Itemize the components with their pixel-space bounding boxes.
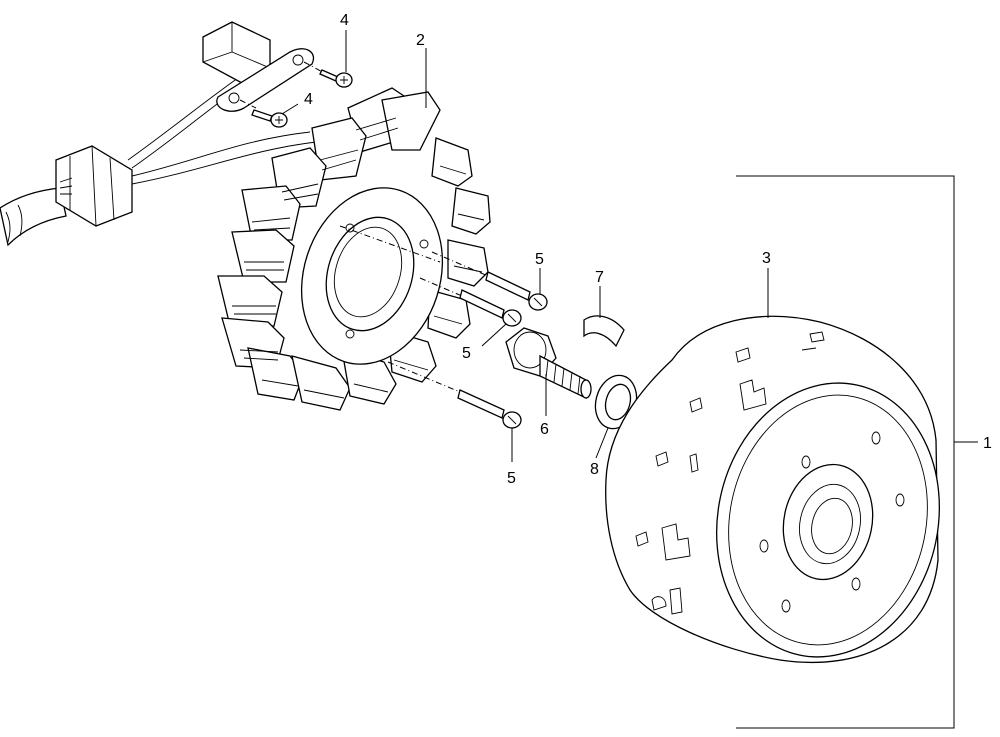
woodruff-key-7 <box>583 315 625 348</box>
callout-7: 7 <box>595 269 604 286</box>
callout-labels: 1 2 3 4 4 5 5 5 6 7 8 <box>304 12 992 487</box>
bolt-5-upper <box>431 251 548 311</box>
flywheel-bolt-6 <box>505 327 592 400</box>
bolt-5-middle <box>419 277 522 327</box>
stator-coils <box>217 87 491 411</box>
callout-8: 8 <box>590 461 599 478</box>
callout-5-upper: 5 <box>535 251 544 268</box>
stator <box>217 87 491 411</box>
flywheel-rotor <box>605 315 941 664</box>
callout-4-lower: 4 <box>304 91 313 108</box>
bolt-5-lower <box>387 361 522 429</box>
callout-5-middle: 5 <box>462 345 471 362</box>
leader-lines <box>281 30 978 729</box>
callout-5-lower: 5 <box>507 470 516 487</box>
screw-4-lower <box>251 109 288 128</box>
wiring-harness <box>0 77 317 247</box>
callout-1: 1 <box>983 435 992 452</box>
callout-2: 2 <box>416 32 425 49</box>
screw-4-upper <box>319 69 353 88</box>
callout-3: 3 <box>762 250 771 267</box>
callout-6: 6 <box>540 421 549 438</box>
pickup-sensor <box>202 21 331 112</box>
callout-4-upper: 4 <box>340 12 349 29</box>
